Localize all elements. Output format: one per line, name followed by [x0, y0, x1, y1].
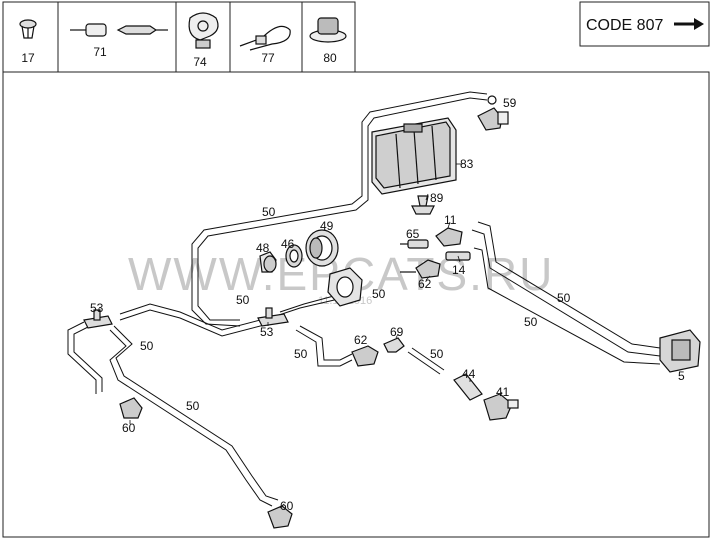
callout-59: 59: [503, 96, 517, 110]
callout-53b: 53: [260, 325, 274, 339]
arrow-right-icon: [674, 18, 704, 30]
callout-53a: 53: [90, 301, 104, 315]
callout-labels: 59 83 89 50 49 48 46 65 11 14 62 50 50 5…: [90, 96, 685, 513]
fitting-60b: [267, 505, 293, 529]
callout-50h: 50: [557, 291, 571, 305]
callout-60a: 60: [122, 421, 136, 435]
elbow-69: [383, 337, 405, 353]
hose-connector-icon: [70, 23, 168, 37]
callout-69: 69: [390, 325, 404, 339]
fitting-60a: [119, 397, 143, 419]
legend-label-77: 77: [261, 51, 275, 65]
callout-50a: 50: [262, 205, 276, 219]
callout-44: 44: [462, 367, 476, 381]
callout-49: 49: [320, 219, 334, 233]
legend-label-80: 80: [323, 51, 337, 65]
callout-50d: 50: [140, 339, 154, 353]
leader-lines: [98, 163, 503, 509]
seal-ring-49: [305, 229, 339, 267]
callout-50c: 50: [372, 287, 386, 301]
connector-59: [477, 95, 509, 131]
push-rivet-icon: [19, 19, 37, 39]
t-piece-53a: [83, 309, 113, 329]
screw-89: [411, 195, 435, 215]
cable-tie-icon: [239, 25, 291, 51]
legend-strip: 17 71 74 77 80: [2, 1, 356, 73]
connector-65: [400, 239, 429, 249]
grommet-46: [285, 244, 303, 268]
callout-50i: 50: [524, 315, 538, 329]
code-box-text: CODE 807: [586, 17, 663, 34]
legend-label-71: 71: [93, 45, 107, 59]
callout-60b: 60: [280, 499, 294, 513]
t-piece-53b: [257, 307, 289, 327]
callout-46: 46: [281, 237, 295, 251]
callout-50b: 50: [236, 293, 250, 307]
callout-50f: 50: [186, 399, 200, 413]
connector-62a: [400, 259, 441, 279]
valve-41: [483, 393, 519, 421]
callout-62a: 62: [418, 277, 432, 291]
callout-89: 89: [430, 191, 444, 205]
callout-62b: 62: [354, 333, 368, 347]
hose-lines: [67, 91, 661, 507]
callout-50e: 50: [294, 347, 308, 361]
callout-5: 5: [678, 369, 685, 383]
hose-clamp-icon: [188, 12, 219, 49]
callout-41: 41: [496, 385, 510, 399]
callout-14: 14: [452, 263, 466, 277]
legend-label-74: 74: [193, 55, 207, 69]
callout-48: 48: [256, 241, 270, 255]
diagram-frame: [2, 71, 710, 538]
sleeve-44: [453, 373, 483, 401]
callout-65: 65: [406, 227, 420, 241]
legend-label-17: 17: [21, 51, 35, 65]
control-unit-83: [371, 117, 457, 195]
cap-icon: [309, 17, 347, 43]
connector-62b: [351, 345, 379, 367]
callout-50g: 50: [430, 347, 444, 361]
connector-11: [435, 227, 463, 247]
clamp-assembly: [327, 267, 363, 307]
callout-11: 11: [444, 213, 457, 227]
cap-48: [259, 251, 277, 273]
callout-83: 83: [460, 157, 474, 171]
device-5: [659, 329, 701, 373]
code-box: CODE 807: [579, 1, 710, 47]
